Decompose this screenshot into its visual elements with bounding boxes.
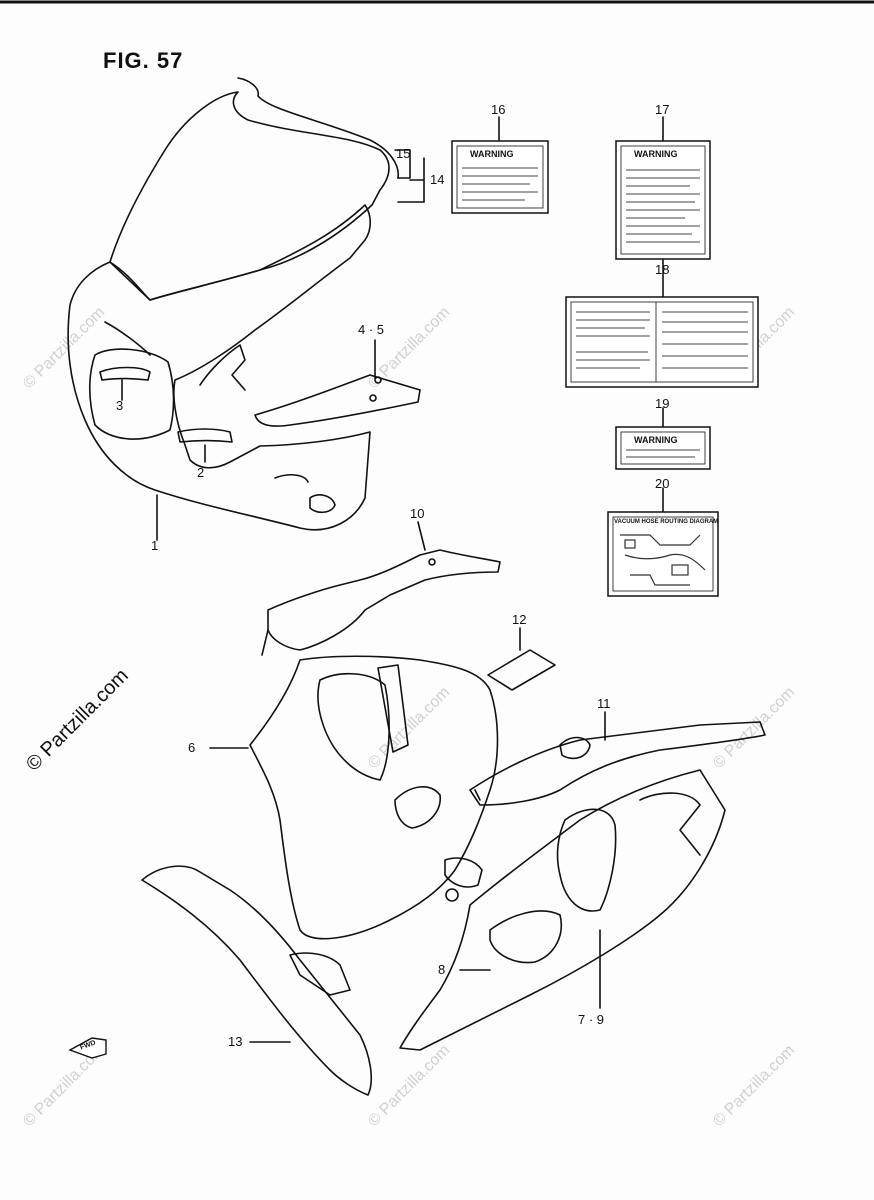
warning-label-16 <box>451 140 549 214</box>
warning-text-16: WARNING <box>470 149 514 159</box>
callout-20: 20 <box>655 476 670 491</box>
callout-12: 12 <box>512 612 527 627</box>
callout-17: 17 <box>655 102 670 117</box>
callout-19: 19 <box>655 396 670 411</box>
figure-title: FIG. 57 <box>103 48 184 73</box>
warning-label-19 <box>615 426 711 470</box>
pad-12 <box>487 649 556 691</box>
callout-4-5: 4 · 5 <box>358 322 385 337</box>
callout-14: 14 <box>430 172 445 187</box>
callout-1: 1 <box>151 538 159 553</box>
upper-cowling <box>67 204 372 531</box>
callout-6: 6 <box>188 740 196 755</box>
callout-15: 15 <box>396 146 411 161</box>
callout-10: 10 <box>410 506 425 521</box>
callout-11: 11 <box>597 696 611 711</box>
label-18 <box>565 296 759 388</box>
leader-10 <box>417 521 426 551</box>
callout-16: 16 <box>491 102 506 117</box>
under-cowl <box>141 865 373 1096</box>
bracket-10 <box>267 549 501 651</box>
callout-3: 3 <box>116 398 124 413</box>
side-cowling <box>249 655 499 940</box>
fwd-arrow <box>68 1037 107 1059</box>
trim-2 <box>177 428 233 443</box>
windscreen <box>109 91 390 301</box>
callout-7-9: 7 · 9 <box>578 1012 605 1027</box>
z-decal <box>199 344 246 391</box>
inner-panel <box>254 374 421 427</box>
warning-text-17: WARNING <box>634 149 678 159</box>
gsx-decal-area <box>489 910 562 964</box>
windscreen-rim <box>237 77 399 179</box>
warning-label-17 <box>615 140 711 260</box>
vent-3 <box>99 366 151 381</box>
side-vent <box>317 672 390 781</box>
lower-vent <box>556 808 617 912</box>
callout-2: 2 <box>197 465 205 480</box>
bracket-11 <box>469 721 766 806</box>
lower-z-decal <box>639 792 701 856</box>
callout-18: 18 <box>655 262 670 277</box>
headlight-opening <box>89 348 175 440</box>
label-text-20: VACUUM HOSE ROUTING DIAGRAM <box>614 519 719 525</box>
warning-text-19: WARNING <box>634 435 678 445</box>
side-strip <box>377 664 409 753</box>
callout-13: 13 <box>228 1034 243 1049</box>
callout-8: 8 <box>438 962 446 977</box>
lower-cowling <box>399 769 726 1051</box>
vacuum-hose-label-20 <box>607 511 719 597</box>
mirror-mount-hole <box>309 494 336 514</box>
